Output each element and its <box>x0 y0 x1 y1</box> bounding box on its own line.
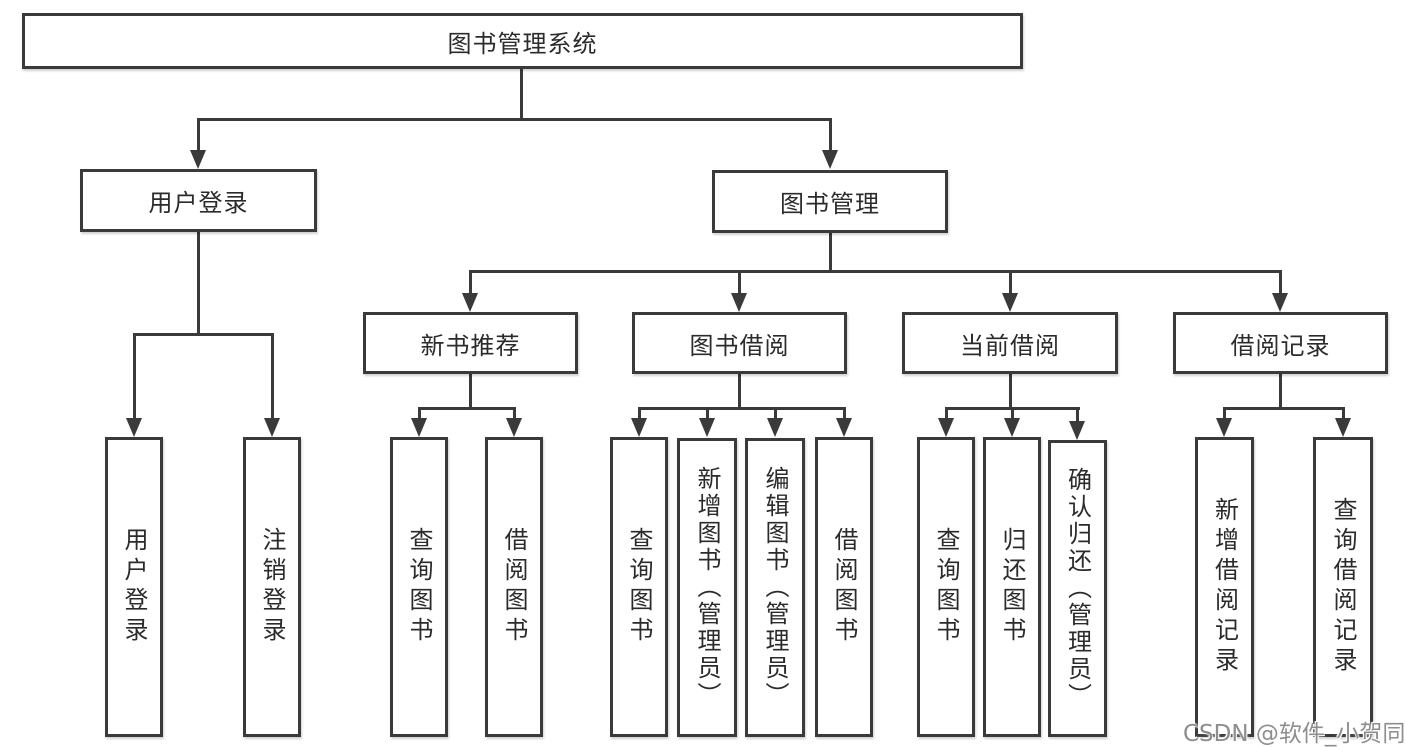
connector-line <box>418 407 421 419</box>
node-label: 用户登录 <box>148 189 249 217</box>
arrow-down-icon <box>631 418 647 437</box>
leaf-newbook-query-books: 查询图书 <box>390 437 448 737</box>
connector-line <box>513 407 516 419</box>
node-label: 图书管理 <box>780 190 880 218</box>
connector-line <box>1279 374 1282 407</box>
node-label: 借阅图书 <box>500 527 528 647</box>
arrow-down-icon <box>126 418 142 437</box>
node-label: 用户登录 <box>120 527 148 647</box>
connector-line <box>197 118 832 121</box>
node-label: 当前借阅 <box>960 331 1060 360</box>
connector-line <box>638 407 846 410</box>
leaf-confirm-return-admin: 确认归还（管理员） <box>1048 440 1107 737</box>
connector-line <box>774 407 777 419</box>
leaf-logout: 注销登录 <box>243 437 301 737</box>
arrow-down-icon <box>411 418 427 437</box>
arrow-down-icon <box>506 418 522 437</box>
arrow-down-icon <box>1069 421 1085 440</box>
connector-line <box>197 232 200 333</box>
node-label: 图书管理系统 <box>447 29 598 58</box>
arrow-down-icon <box>1002 293 1018 312</box>
arrow-down-icon <box>1004 418 1020 437</box>
connector-line <box>1076 407 1079 421</box>
arrow-down-icon <box>699 418 715 437</box>
node-label: 图书借阅 <box>689 331 790 360</box>
connector-line <box>1223 407 1345 410</box>
node-label: 注销登录 <box>258 527 286 647</box>
leaf-borrow-books: 借阅图书 <box>815 437 873 737</box>
leaf-return-books: 归还图书 <box>983 437 1041 737</box>
leaf-query-borrow-record: 查询借阅记录 <box>1313 437 1373 737</box>
arrow-down-icon <box>462 293 478 312</box>
node-user-login: 用户登录 <box>80 169 317 232</box>
node-new-book-recommend: 新书推荐 <box>363 312 578 374</box>
leaf-add-books-admin: 新增图书（管理员） <box>677 438 737 737</box>
node-label: 归还图书 <box>998 527 1026 647</box>
connector-line <box>843 407 846 419</box>
connector-line <box>1342 407 1345 419</box>
node-label: 借阅图书 <box>830 527 858 647</box>
csdn-watermark: CSDN @软件_小贺同学 <box>1183 721 1405 747</box>
node-book-management: 图书管理 <box>712 170 948 233</box>
connector-line <box>829 233 832 270</box>
arrow-down-icon <box>767 418 783 437</box>
node-label: 查询图书 <box>625 527 653 647</box>
arrow-down-icon <box>731 293 747 312</box>
arrow-down-icon <box>938 418 954 437</box>
leaf-add-borrow-record: 新增借阅记录 <box>1195 437 1254 737</box>
connector-line <box>1009 374 1012 407</box>
connector-line <box>829 118 832 152</box>
connector-line <box>520 69 523 118</box>
arrow-down-icon <box>264 418 280 437</box>
leaf-edit-books-admin: 编辑图书（管理员） <box>745 438 805 737</box>
arrow-down-icon <box>1272 293 1288 312</box>
node-label: 新增借阅记录 <box>1210 497 1239 677</box>
leaf-borrow-query-books: 查询图书 <box>610 437 668 737</box>
connector-line <box>469 270 1282 273</box>
connector-line <box>1279 270 1282 295</box>
node-label: 借阅记录 <box>1230 331 1331 360</box>
connector-line <box>418 407 516 410</box>
connector-line <box>1223 407 1226 419</box>
node-book-borrow: 图书借阅 <box>632 312 847 374</box>
connector-line <box>945 407 948 419</box>
arrow-down-icon <box>822 150 838 169</box>
node-current-borrow: 当前借阅 <box>902 312 1118 374</box>
leaf-newbook-borrow-books: 借阅图书 <box>485 437 543 737</box>
connector-line <box>638 407 641 419</box>
connector-line <box>469 270 472 295</box>
arrow-down-icon <box>836 418 852 437</box>
node-label: 查询图书 <box>405 527 433 647</box>
arrow-down-icon <box>1335 418 1351 437</box>
node-library-system: 图书管理系统 <box>22 13 1023 69</box>
arrow-down-icon <box>190 150 206 169</box>
connector-line <box>469 374 472 407</box>
connector-line <box>1011 407 1014 419</box>
connector-line <box>133 333 274 336</box>
node-label: 新书推荐 <box>420 331 521 360</box>
connector-line <box>197 118 200 152</box>
connector-line <box>706 407 709 419</box>
node-label: 编辑图书（管理员） <box>761 466 789 709</box>
leaf-current-query-books: 查询图书 <box>917 437 975 737</box>
node-borrow-record: 借阅记录 <box>1173 312 1388 374</box>
connector-line <box>271 333 274 419</box>
leaf-user-login: 用户登录 <box>105 437 163 737</box>
node-label: 新增图书（管理员） <box>693 466 721 709</box>
node-label: 查询图书 <box>932 527 960 647</box>
connector-line <box>1009 270 1012 295</box>
arrow-down-icon <box>1216 418 1232 437</box>
node-label: 查询借阅记录 <box>1329 497 1357 677</box>
connector-line <box>133 333 136 419</box>
connector-line <box>738 270 741 295</box>
node-label: 确认归还（管理员） <box>1063 467 1092 710</box>
connector-line <box>738 374 741 407</box>
